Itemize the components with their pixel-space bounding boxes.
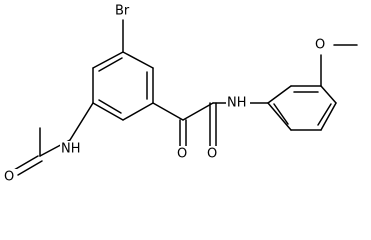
ring-b-double-bond <box>317 103 332 126</box>
ring-a-to-keto-bond <box>152 102 184 121</box>
chemical-structure-diagram: Br NH O NH O O O <box>3 3 358 185</box>
ring-b-bond <box>320 102 337 131</box>
acetyl-co-double-bond <box>17 160 43 176</box>
ring-a-bond <box>122 102 154 121</box>
ring-a-double-bond <box>98 57 123 72</box>
amide-oxygen-label: O <box>207 147 217 162</box>
acetamide-nh-label: NH <box>61 142 81 157</box>
bromine-label: Br <box>115 4 130 19</box>
keto-oxygen-label: O <box>177 147 187 162</box>
ring-b-bond <box>267 85 292 104</box>
c-n-bond <box>69 102 94 141</box>
atom-label-layer: Br NH O NH O O O <box>3 3 328 185</box>
acetyl-co-double-bond <box>13 155 39 171</box>
ring-a-bond <box>92 102 124 121</box>
ring-a-double-bond <box>98 99 122 114</box>
ring-b-double-bond <box>273 103 289 125</box>
ring-a-bond <box>122 51 154 69</box>
ring-a-bond <box>92 51 124 69</box>
amide-nh-label: NH <box>227 96 247 111</box>
ring-b-bond <box>320 85 337 104</box>
methoxy-oxygen-label: O <box>315 38 325 53</box>
acetyl-oxygen-label: O <box>4 170 14 185</box>
keto-amide-bond <box>182 102 214 121</box>
ring-b-bond <box>267 102 292 131</box>
